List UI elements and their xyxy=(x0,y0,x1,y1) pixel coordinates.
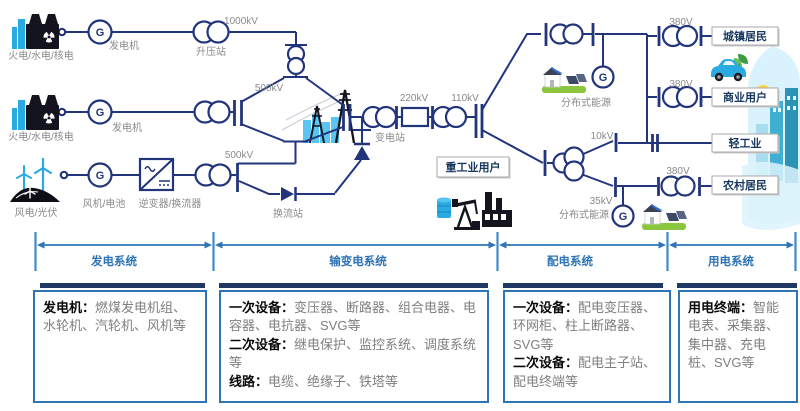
section-arrows: 发电系统 输变电系统 配电系统 用电系统 xyxy=(34,232,797,271)
node-dot xyxy=(59,170,69,180)
thermal-hydro-nuclear-icon xyxy=(12,95,59,130)
stepup-station-label: 升压站 xyxy=(196,45,226,58)
converter-station-label: 换流站 xyxy=(273,207,303,220)
info-head: 一次设备： xyxy=(229,300,295,315)
info-body: 继电保护、监控系统、调度系统等 xyxy=(229,336,477,371)
info-head: 用电终端： xyxy=(688,300,754,315)
generator-symbol: G xyxy=(87,19,113,45)
section-label-generation: 发电系统 xyxy=(90,254,137,268)
rural-residents-label: 农村居民 xyxy=(722,178,767,192)
step-up-transformer-symbol xyxy=(192,20,230,44)
generator-label-row2: 发电机 xyxy=(112,121,142,134)
info-body: 燃煤发电机组、水轮机、汽轮机、风机等 xyxy=(43,300,187,334)
transformer-symbol xyxy=(660,175,696,197)
source-label-row3: 风电/光伏 xyxy=(15,206,58,219)
voltage-380v-rural: 380V xyxy=(666,166,690,177)
info-head: 二次设备： xyxy=(513,355,579,371)
section-label-distribution: 配电系统 xyxy=(547,254,593,268)
info-body: 智能电表、采集器、集中器、充电桩、SVG等 xyxy=(688,300,780,371)
circuit-lines xyxy=(65,23,712,206)
urban-residents-label: 城镇居民 xyxy=(723,29,767,43)
section-label-transmission: 输变电系统 xyxy=(329,254,387,268)
distributed-energy-label-top: 分布式能源 xyxy=(561,96,611,109)
generator-symbol: G xyxy=(591,65,615,89)
info-box-consumption: 用电终端：智能电表、采集器、集中器、充电桩、SVG等 xyxy=(678,290,798,403)
commercial-users-box: 商业用户 xyxy=(711,87,780,108)
generator-letter: G xyxy=(599,72,608,84)
section-divider-bar xyxy=(503,283,663,288)
uhv-transformer-symbol xyxy=(286,44,306,76)
voltage-500kv-a: 500kV xyxy=(255,83,284,94)
voltage-220kv: 220kV xyxy=(400,93,429,104)
transformer-symbol xyxy=(661,85,699,109)
light-industry-label: 轻工业 xyxy=(729,136,762,150)
commercial-users-label: 商业用户 xyxy=(723,90,767,104)
factory-icon xyxy=(482,192,512,227)
info-head: 发电机： xyxy=(43,300,96,315)
rural-residents-box: 农村居民 xyxy=(711,175,780,196)
source-label-row1: 火电/水电/核电 xyxy=(8,49,74,62)
inverter-symbol xyxy=(138,157,175,192)
transformer-symbol xyxy=(194,163,232,187)
heavy-industry-label: 重工业用户 xyxy=(446,160,501,174)
distributed-energy-label-bottom: 分布式能源 xyxy=(559,208,609,221)
inverter-label: 逆变器/换流器 xyxy=(139,197,202,210)
info-head: 二次设备： xyxy=(229,336,295,352)
three-winding-transformer-symbol xyxy=(552,146,585,182)
info-head: 一次设备： xyxy=(513,300,579,315)
voltage-35kv: 35kV xyxy=(590,196,613,207)
heavy-industry-icons xyxy=(437,192,512,230)
transformer-symbol xyxy=(431,105,468,129)
substation-label: 变电站 xyxy=(375,131,405,144)
section-label-consumption: 用电系统 xyxy=(707,254,754,268)
voltage-110kv: 110kV xyxy=(451,93,479,104)
distributed-energy-icon xyxy=(541,66,588,94)
info-body: 变压器、断路器、组合电器、电容器、电抗器、SVG等 xyxy=(229,300,477,334)
generator-symbol: G xyxy=(87,99,113,125)
generator-letter: G xyxy=(96,27,105,39)
generator-symbol: G xyxy=(611,204,635,228)
info-body: 配电主子站、配电终端等 xyxy=(513,355,657,389)
generator-label-row3: 风机/电池 xyxy=(83,197,126,210)
substation-transformer-symbol xyxy=(361,105,398,129)
generator-symbol: G xyxy=(87,162,113,188)
urban-residents-box: 城镇居民 xyxy=(711,26,780,47)
thermal-hydro-nuclear-icon xyxy=(12,14,59,49)
generator-label-row1: 发电机 xyxy=(109,39,139,52)
heavy-industry-user-box: 重工业用户 xyxy=(436,156,511,179)
generator-letter: G xyxy=(96,170,105,182)
light-industry-box: 轻工业 xyxy=(711,133,780,154)
info-box-distribution: 一次设备：配电变压器、环网柜、柱上断路器、SVG等 二次设备：配电主子站、配电终… xyxy=(503,290,671,403)
wind-solar-icon xyxy=(10,157,60,202)
converter-diode-symbol xyxy=(281,187,297,201)
generator-letter: G xyxy=(96,107,105,119)
source-label-row2: 火电/水电/核电 xyxy=(8,130,74,143)
info-head: 线路： xyxy=(229,373,269,389)
info-body: 配电变压器、环网柜、柱上断路器、SVG等 xyxy=(513,300,657,352)
transformer-symbol xyxy=(400,106,430,128)
section-divider-bar xyxy=(219,283,488,288)
converter-diode-symbol xyxy=(354,142,370,160)
grid-schematic: G G G xyxy=(8,14,800,271)
node-dot xyxy=(57,107,67,117)
generator-letter: G xyxy=(619,211,628,223)
node-dot xyxy=(57,27,67,37)
info-body: 电缆、绝缘子、铁塔等 xyxy=(268,373,399,389)
transformer-symbol xyxy=(661,24,699,48)
voltage-380v-urban: 380V xyxy=(669,17,693,28)
voltage-10kv: 10kV xyxy=(591,131,614,142)
info-box-transmission: 一次设备：变压器、断路器、组合电器、电容器、电抗器、SVG等 二次设备：继电保护… xyxy=(219,290,489,403)
transformer-symbol xyxy=(549,23,584,45)
info-box-generation: 发电机：燃煤发电机组、水轮机、汽轮机、风机等 xyxy=(33,290,207,403)
voltage-380v-commercial: 380V xyxy=(669,79,693,90)
section-divider-bar xyxy=(40,283,205,288)
barrel-icon xyxy=(437,197,451,218)
voltage-500kv-b: 500kV xyxy=(225,150,254,161)
section-divider-bar xyxy=(677,283,797,288)
distributed-energy-icon xyxy=(641,203,688,231)
transformer-symbol xyxy=(193,100,231,124)
oil-pump-icon xyxy=(452,199,480,230)
voltage-1000kv: 1000kV xyxy=(224,16,258,27)
ev-car-icon xyxy=(711,54,748,82)
